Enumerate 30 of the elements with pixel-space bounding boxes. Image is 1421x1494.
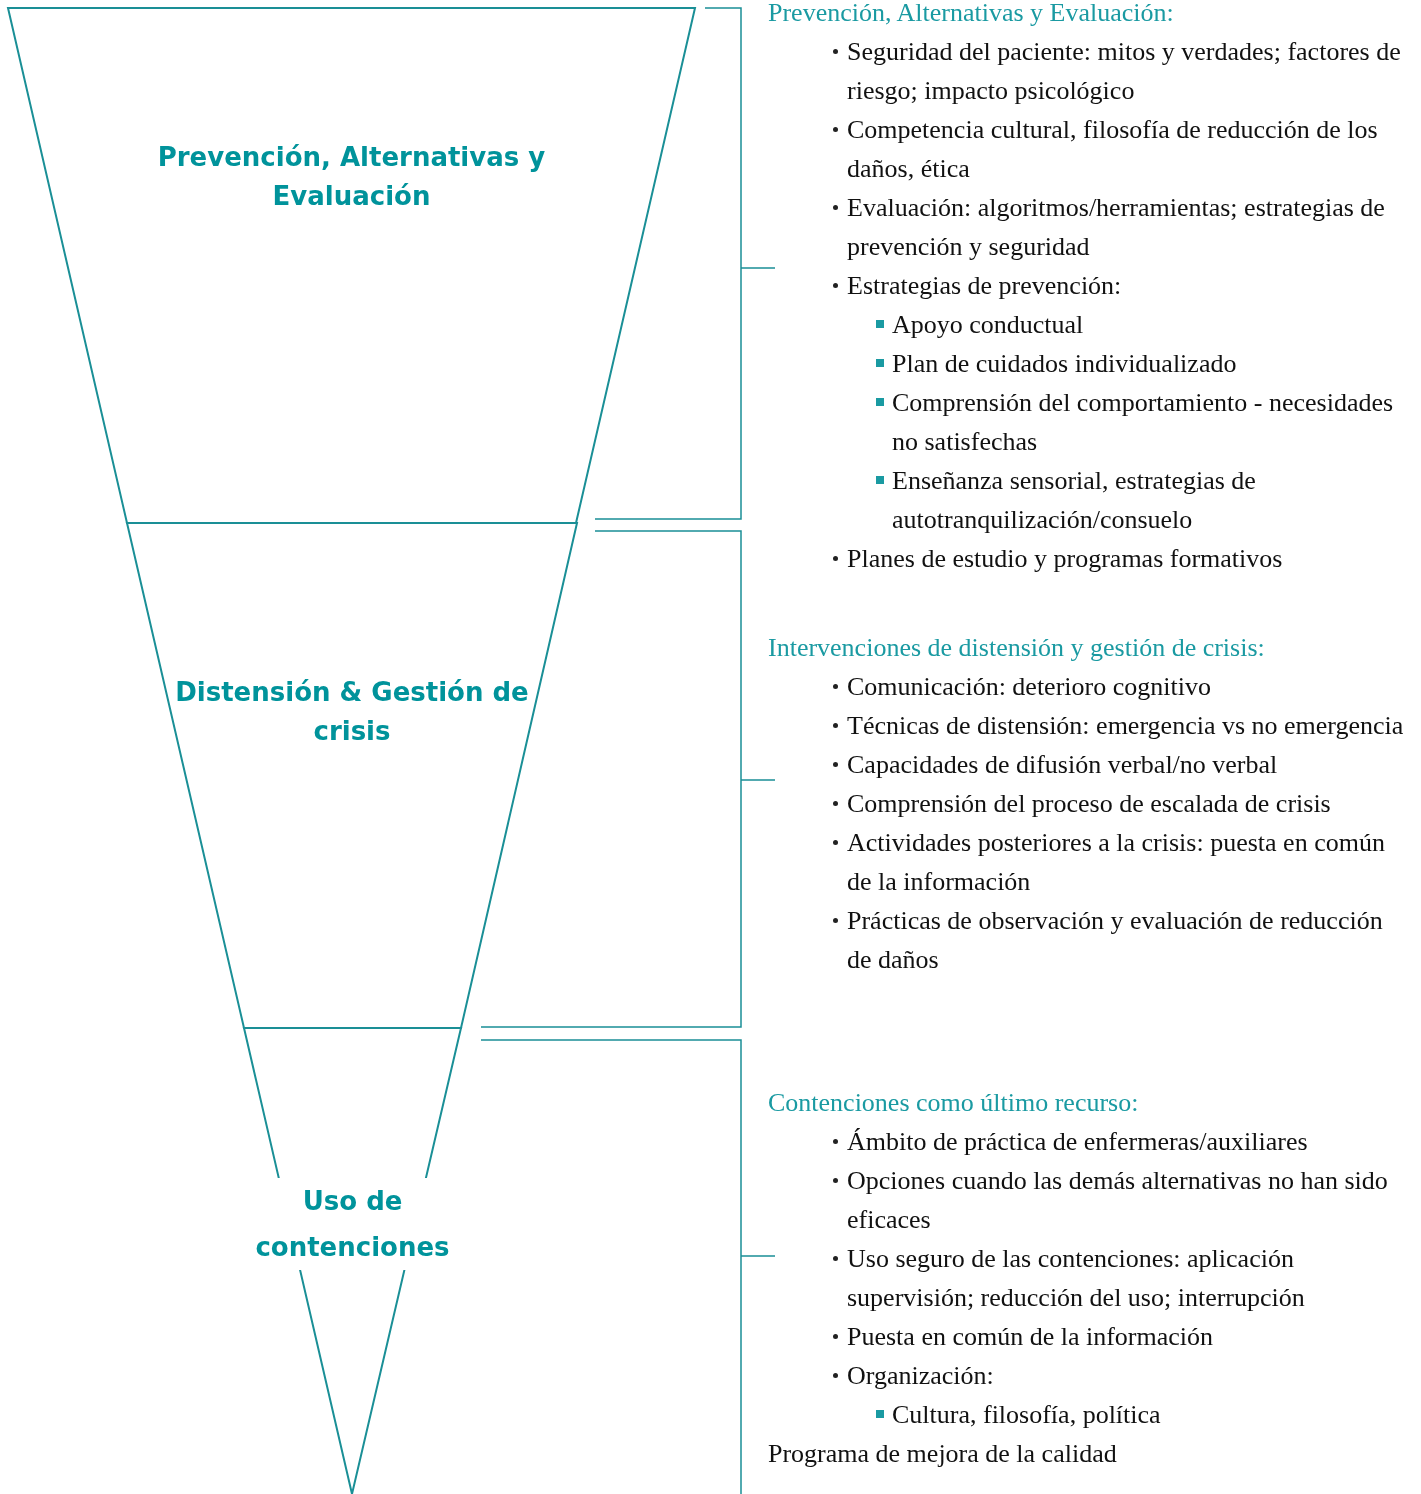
section-heading: Contenciones como último recurso: [768,1087,1140,1119]
list-item: Evaluación: algoritmos/herramientas; estrategias de prevención y seguridad [847,192,1386,263]
list-item: Cultura, filosofía, política [892,1399,1162,1431]
list-item: Actividades posteriores a la crisis: puesta en común de la información [847,827,1386,898]
list-item: Ámbito de práctica de enfermeras/auxiliares [847,1126,1309,1158]
list-item: Plan de cuidados individualizado [892,348,1238,380]
list-item: Opciones cuando las demás alternativas no han sido eficaces [847,1165,1389,1236]
funnel-section [127,523,577,1028]
list-item: Competencia cultural, filosofía de reducción de los daños, ética [847,114,1379,185]
list-item: Apoyo conductual [892,309,1085,341]
list-item: Estrategias de prevención: [847,270,1123,302]
section-heading: Intervenciones de distensión y gestión de crisis: [768,632,1266,664]
list-item: Uso seguro de las contenciones: aplicación supervisión; reducción del uso; interrupción [847,1243,1306,1314]
funnel-section [8,8,695,523]
list-item: Comunicación: deterioro cognitivo [847,671,1212,703]
list-item: Prácticas de observación y evaluación de reducción de daños [847,905,1384,976]
list-item: Comprensión del comportamiento - necesidades no satisfechas [892,387,1395,458]
section-title: Prevención, Alternativas y Evaluación [156,141,547,213]
list-item: Seguridad del paciente: mitos y verdades; factores de riesgo; impacto psicológico [847,36,1402,107]
list-item: Puesta en común de la información [847,1321,1215,1353]
list-item: Comprensión del proceso de escalada de crisis [847,788,1332,820]
section-heading: Prevención, Alternativas y Evaluación: [768,0,1175,29]
section-title: Distensión & Gestión de crisis [174,676,530,748]
list-item: Planes de estudio y programas formativos [847,543,1284,575]
funnel-section [244,1028,461,1494]
list-item: Enseñanza sensorial, estrategias de autotranquilización/consuelo [892,465,1257,536]
list-item: Capacidades de difusión verbal/no verbal [847,749,1279,781]
list-item: Técnicas de distensión: emergencia vs no emergencia [847,710,1405,742]
list-item: Organización: [847,1360,995,1392]
list-item: Programa de mejora de la calidad [768,1438,1118,1470]
